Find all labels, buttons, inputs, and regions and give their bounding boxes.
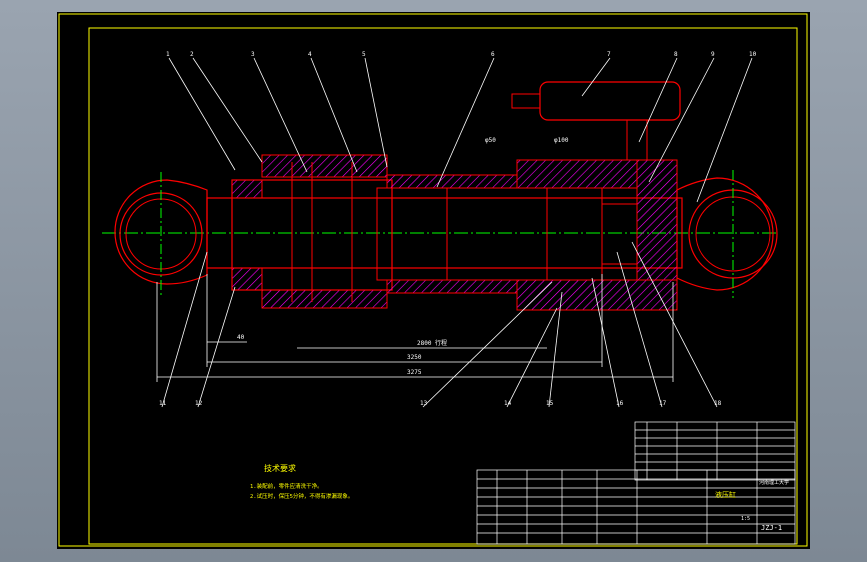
leader-line	[192, 57, 263, 163]
balloon-label: 18	[714, 400, 722, 407]
balloon-label: 7	[607, 51, 611, 58]
balloon-label: 12	[195, 400, 203, 407]
balloon-label: 8	[674, 51, 678, 58]
balloon-label: 1	[166, 51, 170, 58]
balloon-label: 3	[251, 51, 255, 58]
balloon-label: 2	[190, 51, 194, 58]
leader-line	[310, 57, 358, 173]
balloon-label: 9	[711, 51, 715, 58]
balloon-label: 13	[420, 400, 428, 407]
leader-line	[591, 277, 620, 408]
title-block-drawing-no: JZJ-1	[761, 524, 782, 532]
balloon-label: 15	[546, 400, 554, 407]
leader-line	[548, 291, 563, 408]
tech-requirements-title: 技术要求	[264, 463, 296, 473]
balloon-label: 5	[362, 51, 366, 58]
leader-line	[696, 57, 753, 203]
leader-line	[364, 57, 388, 168]
leader-line	[168, 57, 236, 171]
leader-line	[253, 57, 308, 173]
balloon-label: 11	[159, 400, 167, 407]
parts-list-upper	[634, 421, 796, 481]
leader-line	[616, 251, 663, 408]
balloon-label: 6	[491, 51, 495, 58]
right-rod-eye	[676, 170, 778, 298]
cylinder-body	[206, 154, 683, 311]
balloon-label: 10	[749, 51, 757, 58]
leader-line	[506, 307, 558, 408]
tech-requirement-2: 2.试压时，保压5分钟，不得有渗漏现象。	[250, 492, 353, 500]
balloon-label: 17	[659, 400, 667, 407]
leader-line	[638, 57, 678, 143]
leader-line	[631, 241, 718, 408]
outer-frame	[58, 13, 808, 547]
leader-line	[581, 57, 611, 97]
title-block	[476, 469, 796, 545]
leader-line	[436, 57, 495, 188]
tech-requirement-1: 1.装配前，零件应清洗干净。	[250, 482, 323, 490]
leader-line	[161, 251, 208, 408]
title-block-title: 液压缸	[715, 490, 736, 499]
leader-line	[422, 281, 553, 408]
leader-line	[648, 57, 715, 183]
left-rod-eye	[114, 172, 208, 296]
leader-line	[197, 286, 236, 408]
balloon-label: 4	[308, 51, 312, 58]
balloon-label: 14	[504, 400, 512, 407]
balloon-label: 16	[616, 400, 624, 407]
dim-overall-length: 3275	[407, 369, 422, 376]
leader-lines	[161, 57, 753, 408]
dim-top-b: φ100	[554, 137, 569, 144]
title-block-scale: 1:5	[741, 516, 750, 522]
dim-body-length: 3250	[407, 354, 422, 361]
title-block-school: 河南理工大学	[759, 479, 789, 486]
dimension-lines	[156, 274, 674, 382]
dim-top-a: φ50	[485, 137, 496, 144]
dim-left-offset: 40	[237, 334, 245, 341]
inner-frame	[88, 27, 798, 545]
dim-stroke-length: 2800 行程	[417, 339, 447, 347]
hydraulic-lock	[511, 81, 681, 161]
